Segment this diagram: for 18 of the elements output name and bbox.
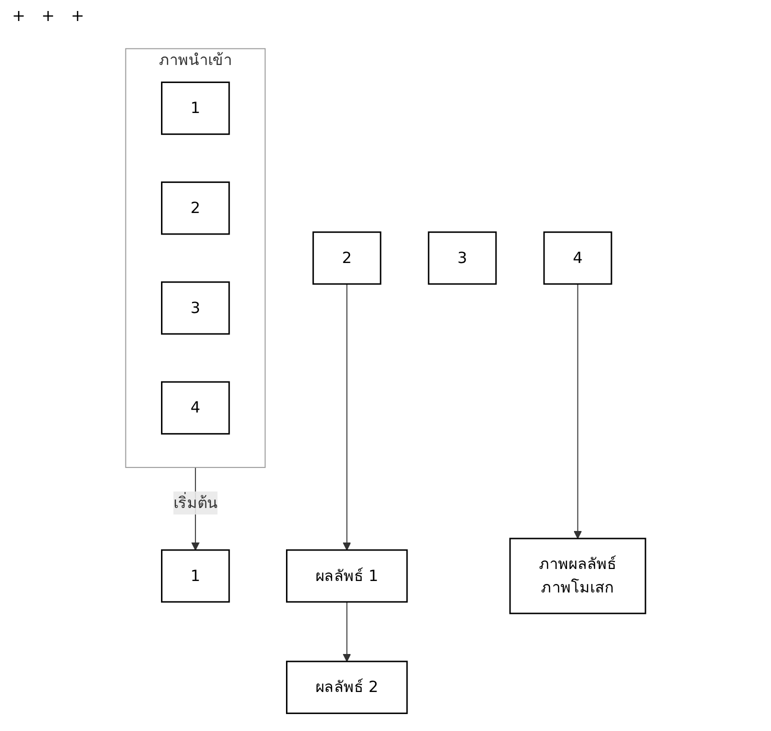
node-box: ผลลัพธ์ 1 bbox=[286, 549, 408, 603]
node-box: 2 bbox=[160, 181, 230, 235]
node-box: 3 bbox=[160, 281, 230, 335]
node-box: 2 bbox=[312, 231, 382, 285]
plus-sign: + bbox=[70, 6, 84, 25]
node-box: ผลลัพธ์ 2 bbox=[286, 660, 408, 714]
arrow bbox=[342, 284, 352, 550]
edge-label: เริ่มต้น bbox=[173, 493, 218, 512]
node-box: 1 bbox=[160, 82, 230, 135]
plus-sign: + bbox=[41, 6, 55, 25]
node-box: 4 bbox=[543, 231, 612, 285]
arrow bbox=[342, 601, 352, 662]
plus-sign: + bbox=[12, 6, 26, 25]
node-box: 3 bbox=[428, 231, 497, 285]
node-box: 4 bbox=[160, 381, 230, 435]
node-box: 1 bbox=[160, 549, 230, 603]
node-box: ภาพผลลัพธ์ ภาพโมเสก bbox=[509, 538, 646, 614]
arrow bbox=[573, 284, 582, 539]
